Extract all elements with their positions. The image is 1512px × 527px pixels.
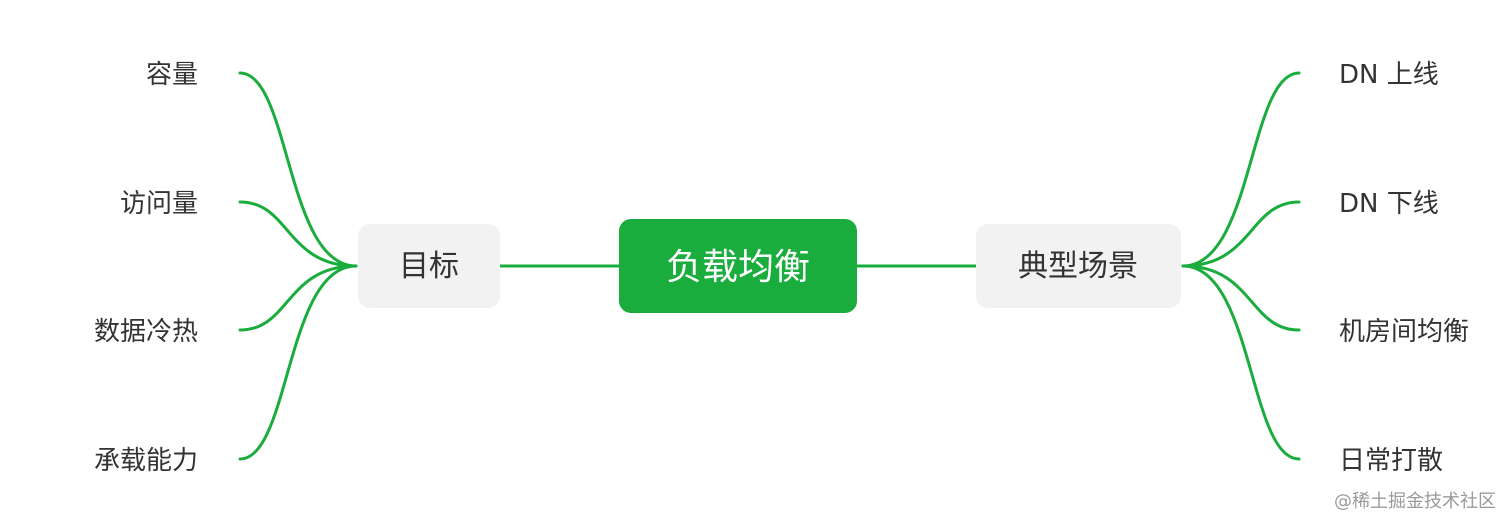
connector-line [1181,71,1301,268]
right-branch-node: 典型场景 [976,224,1181,308]
right-branch-box [976,224,1181,308]
connector-line [238,264,358,461]
left-leaf-label: 数据冷热 [94,317,198,347]
right-leaf-label: 机房间均衡 [1339,317,1469,347]
connector-line [1181,264,1301,332]
right-leaf-label: 日常打散 [1339,446,1443,476]
left-branch-label: 目标 [399,249,459,284]
connector-line [1181,200,1301,268]
left-leaf-label: 访问量 [120,189,198,219]
left-leaves: 容量 访问量 数据冷热 承载能力 [94,60,198,476]
connector-line [1181,264,1301,461]
right-leaf-label: DN 下线 [1339,189,1439,219]
left-branch-node: 目标 [358,224,500,308]
right-leaf-label: DN 上线 [1339,60,1439,90]
right-leaves: DN 上线 DN 下线 机房间均衡 日常打散 [1339,60,1469,476]
right-branch-label: 典型场景 [1018,249,1138,284]
connector-line [238,264,358,332]
connector-line [238,71,358,268]
left-leaf-label: 容量 [146,60,198,90]
root-label: 负载均衡 [666,247,810,288]
root-box [619,219,857,313]
connector-line [238,200,358,268]
left-branch-box [358,224,500,308]
watermark: @稀土掘金技术社区 [1334,491,1496,512]
connector-lines [238,71,1301,461]
root-node: 负载均衡 [619,219,857,313]
left-leaf-label: 承载能力 [94,446,198,476]
